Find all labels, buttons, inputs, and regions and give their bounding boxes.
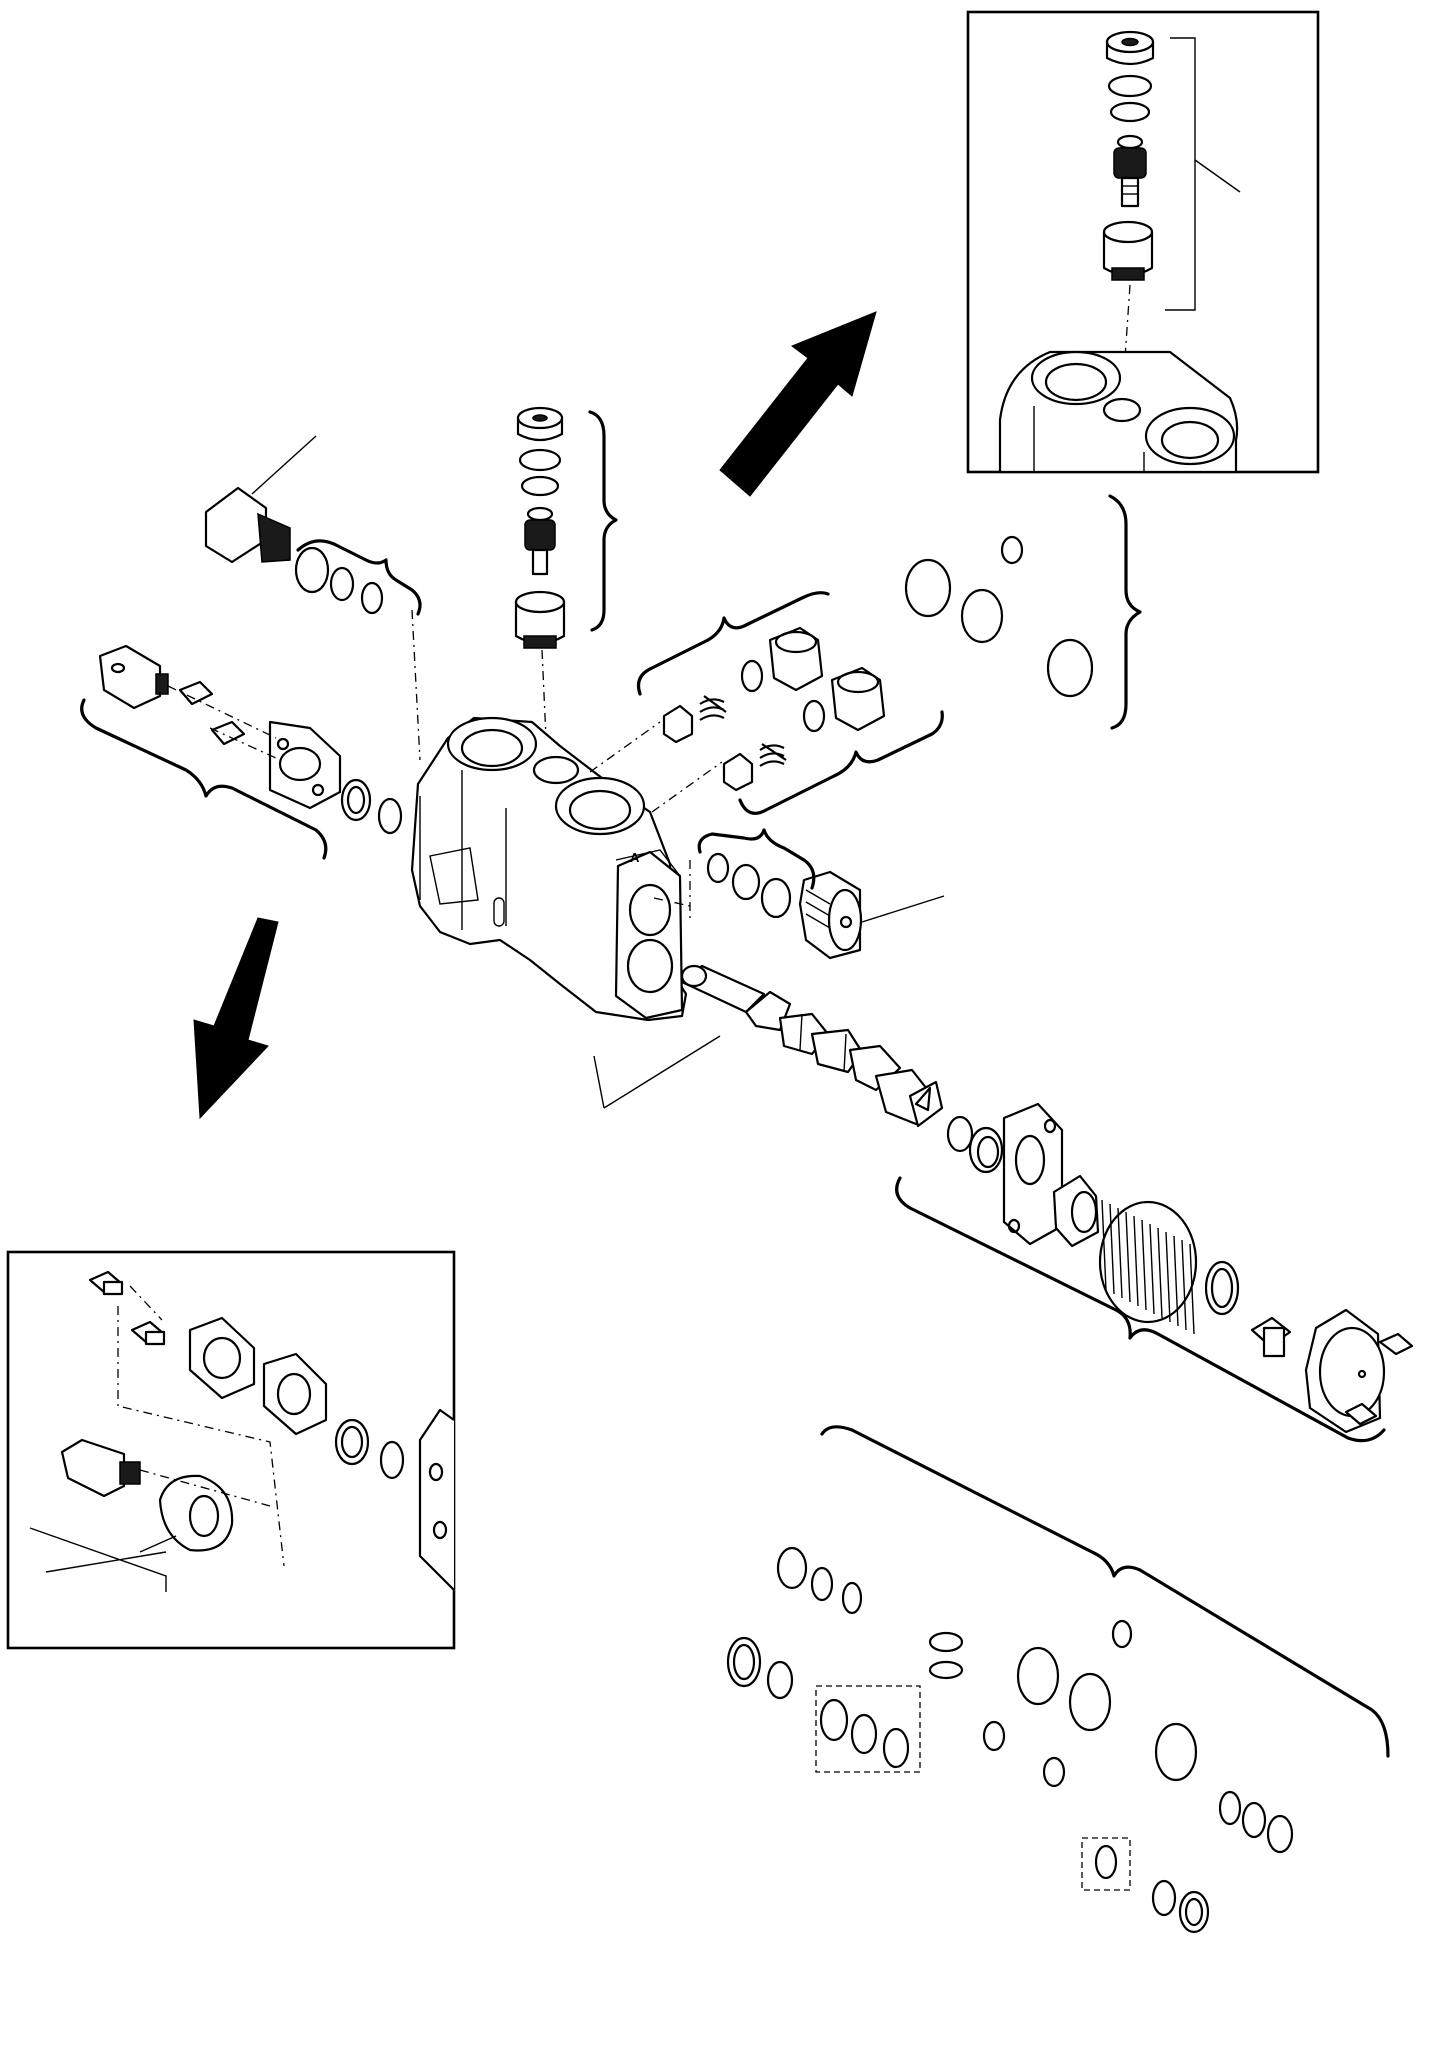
arrow-to-bottom-inset <box>193 917 279 1120</box>
o-ring-set-upper-right <box>904 494 1142 730</box>
seal-kit-o-ring <box>928 1660 964 1680</box>
seal-kit-o-ring <box>982 1720 1006 1752</box>
port-label-a: A <box>630 850 640 865</box>
seal-kit-o-ring <box>1154 1722 1198 1782</box>
leader-line <box>251 435 317 495</box>
spool <box>680 964 944 1128</box>
spool-cap-assembly-left <box>80 644 403 860</box>
relief-valve-port-a <box>689 828 945 960</box>
inset-o-ring <box>1109 101 1151 123</box>
inset-o-ring <box>1107 74 1153 98</box>
top-cartridge-stack <box>514 406 618 783</box>
inset-leader <box>1194 159 1241 193</box>
seal-kit-o-ring <box>1111 1619 1133 1649</box>
inset-valve-body <box>998 350 1239 474</box>
seal-kit-o-ring <box>850 1713 878 1755</box>
seal-kit-seal <box>726 1636 762 1688</box>
main-valve-body: A <box>410 716 721 1109</box>
seal-kit-o-ring <box>766 1660 794 1700</box>
seal-kit-o-ring <box>928 1631 964 1653</box>
seal-kit-o-ring <box>1151 1879 1177 1917</box>
seal-kit-bracket <box>820 1425 1390 1758</box>
seal-kit-o-ring <box>776 1546 808 1590</box>
bracket-top-cartridge <box>588 410 618 632</box>
seal-kit-o-ring <box>1068 1672 1112 1732</box>
relief-plug-left <box>204 435 422 761</box>
seal-kit-o-ring <box>1042 1756 1066 1788</box>
seal-kit-o-ring <box>810 1566 834 1602</box>
seal-kit-o-ring <box>1016 1646 1060 1706</box>
inset-bracket <box>1165 37 1196 311</box>
seal-kit-o-ring <box>1094 1844 1118 1880</box>
valve-stem <box>524 506 556 576</box>
detail-inset-top-right <box>966 10 1320 474</box>
inset-poppet-housing <box>1102 220 1154 281</box>
seal-kit-o-ring <box>1218 1790 1242 1826</box>
poppet-housing <box>514 590 566 649</box>
inset-valve-stem <box>1113 134 1147 208</box>
seal-kit-o-ring <box>1266 1814 1294 1854</box>
check-valve-set <box>636 591 944 815</box>
return-spring <box>1098 1199 1198 1335</box>
end-cover <box>1304 1308 1414 1434</box>
seal-kit-dashed-group <box>815 1685 921 1773</box>
spool-end-parts <box>895 1102 1414 1443</box>
seal-kit-dashed-group <box>1081 1837 1131 1891</box>
seal-kit-o-ring <box>819 1698 849 1742</box>
clevis <box>98 644 162 710</box>
seal-kit-o-ring <box>882 1727 910 1769</box>
arrow-to-top-inset <box>719 311 877 497</box>
seal-kit-o-ring <box>841 1581 863 1615</box>
seal-kit <box>726 1425 1390 1934</box>
detail-inset-bottom-left <box>6 1250 456 1650</box>
o-ring <box>518 448 562 472</box>
seal-kit-o-ring <box>1241 1801 1267 1839</box>
inset-cap <box>1105 30 1155 66</box>
seal-kit-seal <box>1178 1890 1210 1934</box>
o-ring <box>520 475 560 497</box>
